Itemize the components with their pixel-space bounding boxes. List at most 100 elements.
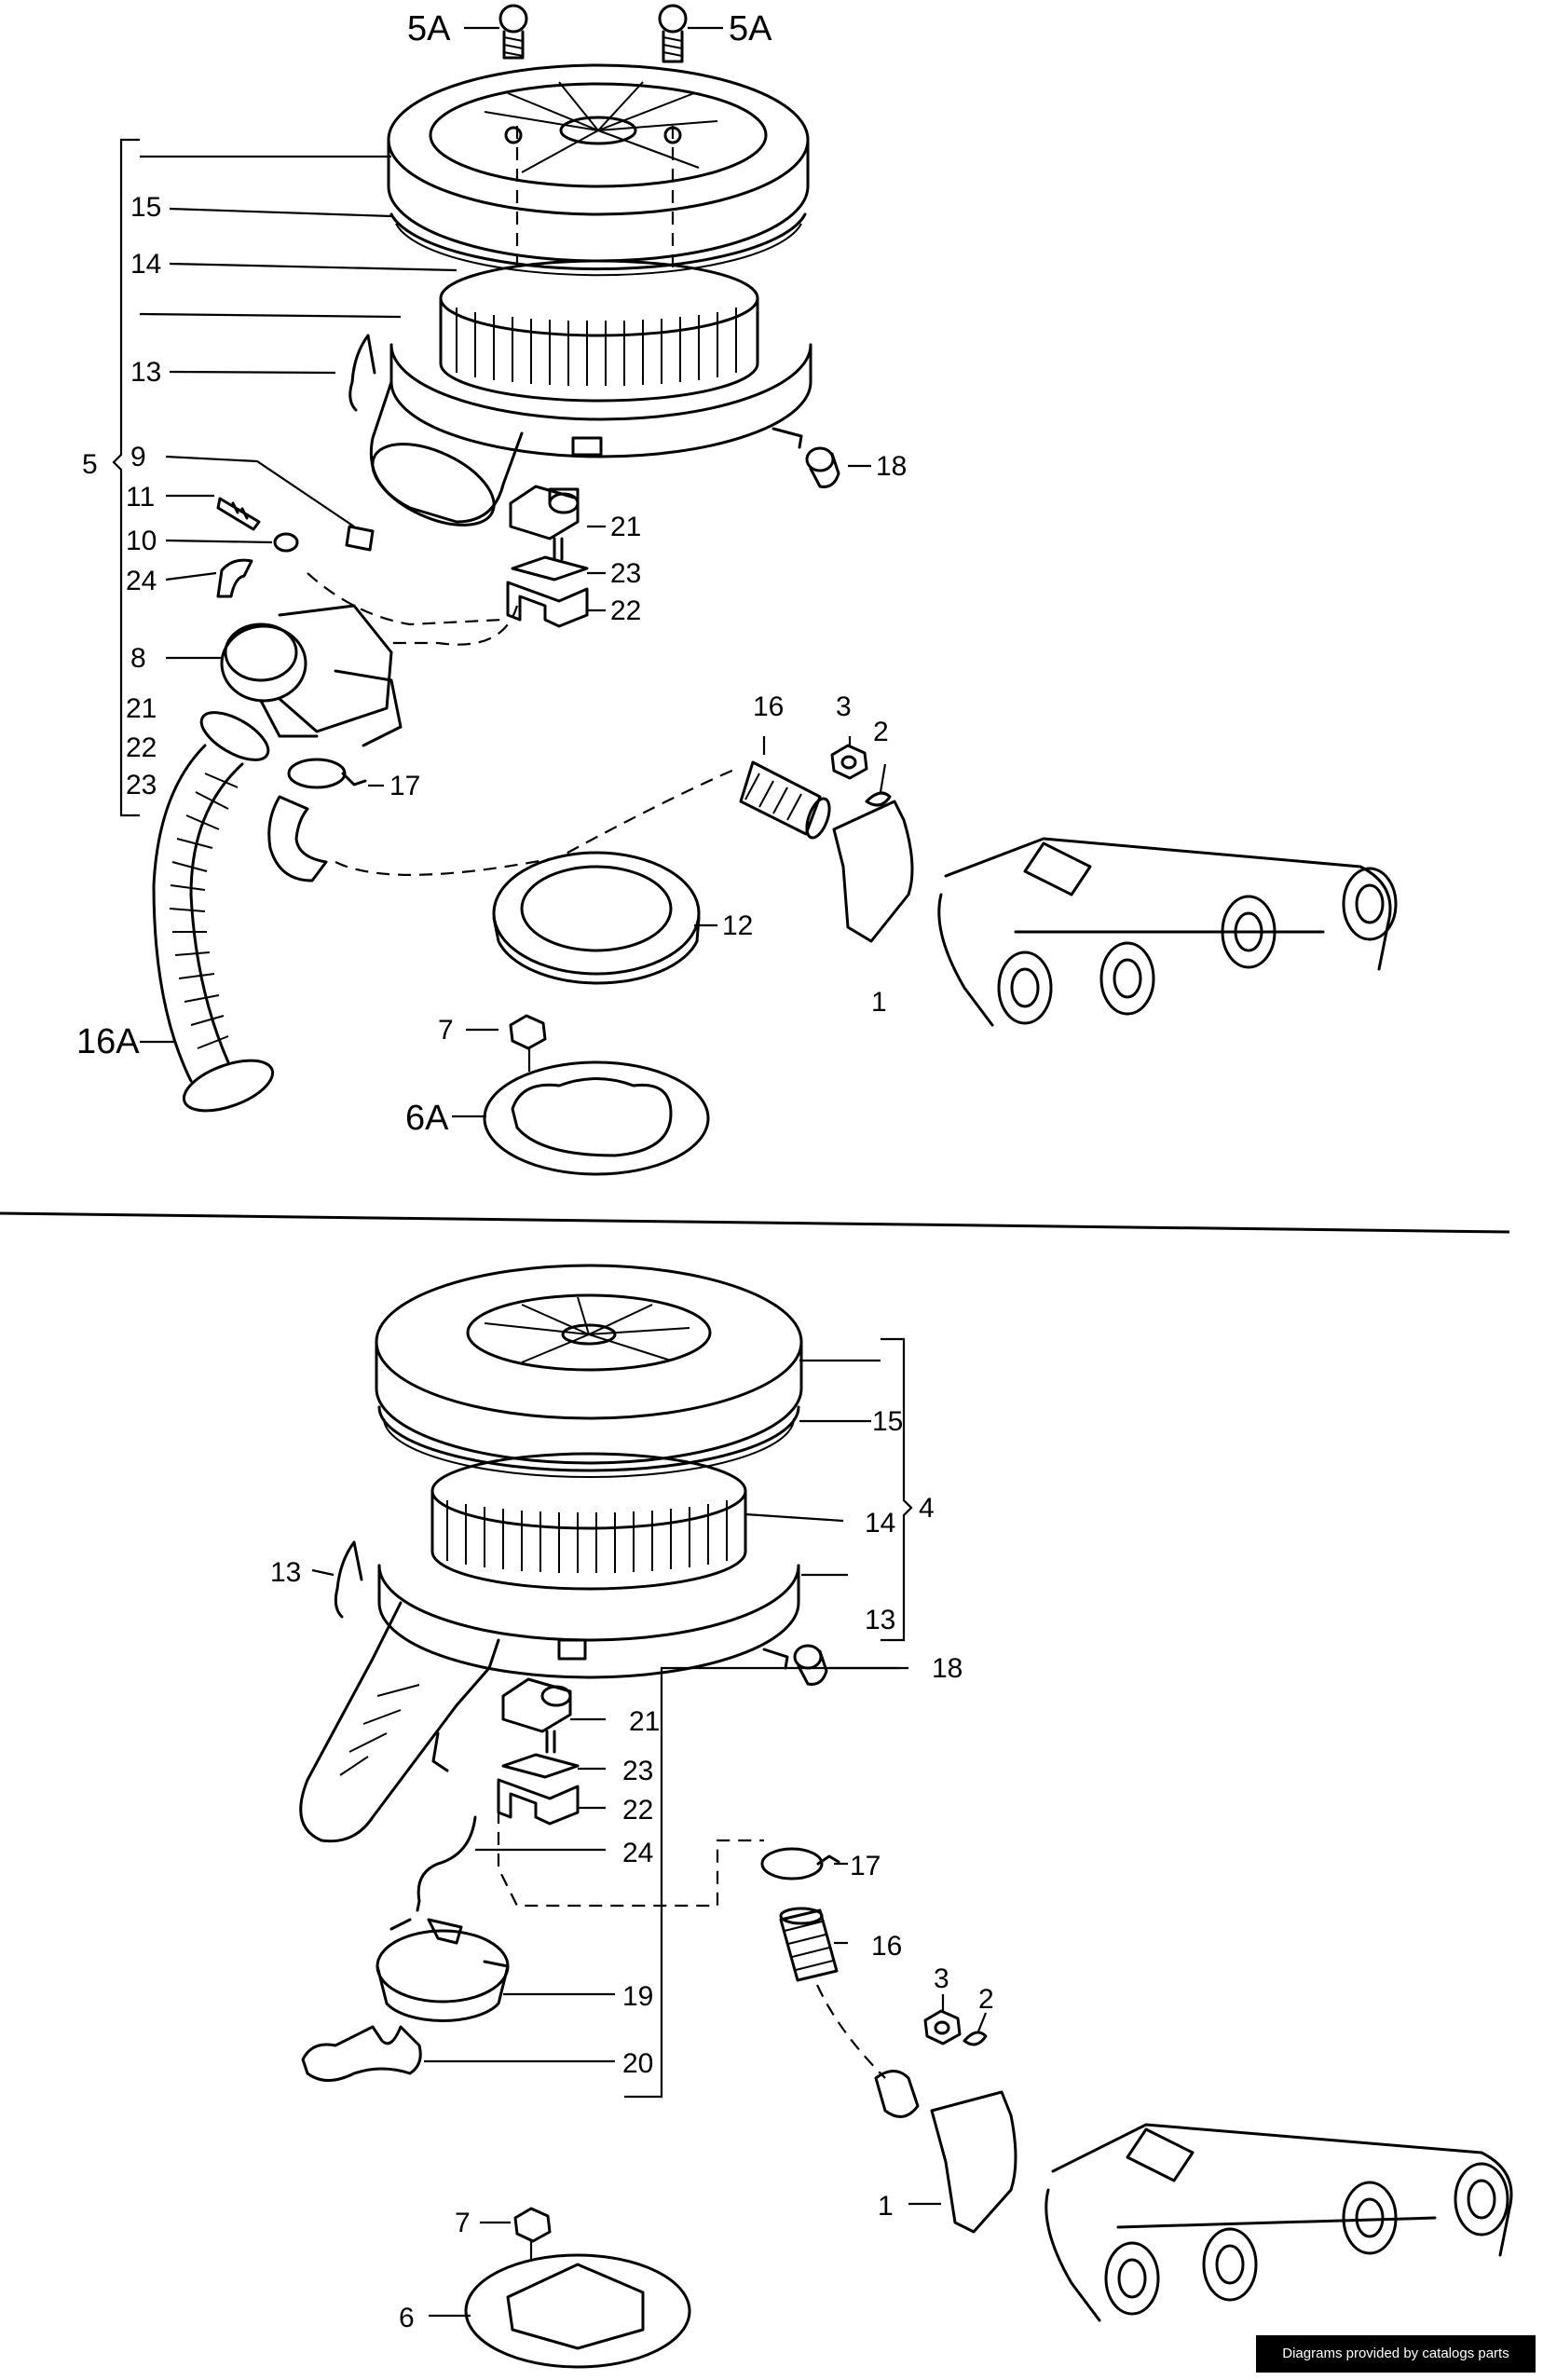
callout-13: 13 bbox=[130, 357, 161, 388]
screw-5a-right bbox=[658, 4, 688, 63]
plate-6 bbox=[464, 2253, 691, 2369]
callout-16a: 16A bbox=[76, 1022, 140, 1061]
gasket-12 bbox=[492, 851, 701, 985]
air-cleaner-lid bbox=[387, 63, 810, 263]
gasket-23-bottom bbox=[501, 1753, 580, 1779]
screw-5a-left bbox=[498, 4, 528, 60]
clip-13-bottom bbox=[334, 1540, 363, 1619]
callout-12: 12 bbox=[722, 910, 753, 941]
air-cleaner-housing bbox=[369, 343, 812, 527]
grommet-18-bottom bbox=[793, 1644, 828, 1686]
nut-3-bore bbox=[840, 755, 857, 770]
callout-15: 15 bbox=[130, 192, 161, 223]
exhaust-manifold-bottom bbox=[1045, 2123, 1513, 2322]
nut-7-bottom bbox=[513, 2207, 552, 2243]
callout-23-list: 23 bbox=[126, 770, 157, 800]
callout-14-bottom: 14 bbox=[865, 1508, 895, 1539]
bracket-22-bottom bbox=[497, 1778, 580, 1826]
elbow-24 bbox=[216, 558, 253, 598]
nut-3-bottom-bore bbox=[934, 2020, 950, 2035]
callout-18-bottom: 18 bbox=[932, 1653, 963, 1684]
callout-21-list: 21 bbox=[126, 693, 157, 724]
gasket-15 bbox=[389, 212, 807, 271]
connector bbox=[874, 2070, 920, 2118]
switch-21-bottom bbox=[501, 1677, 572, 1754]
callout-13-left: 13 bbox=[270, 1557, 301, 1588]
callout-17: 17 bbox=[389, 771, 420, 801]
nut-3 bbox=[830, 744, 868, 780]
filter-element-14-bottom bbox=[430, 1452, 747, 1591]
bracket-9 bbox=[345, 525, 375, 552]
bottom-assembly: 15 4 14 13 13 18 21 23 22 24 17 16 19 20… bbox=[270, 1264, 1513, 2369]
callout-16-bottom: 16 bbox=[871, 1931, 902, 1962]
callout-10: 10 bbox=[126, 526, 157, 556]
footer-credit-badge: Diagrams provided by catalogs parts bbox=[1256, 2335, 1536, 2373]
callout-22-bottom: 22 bbox=[622, 1795, 653, 1826]
clamp-17 bbox=[287, 758, 367, 789]
hose-16-bottom bbox=[779, 1907, 839, 1982]
washer-10 bbox=[273, 532, 299, 553]
filter-element-14 bbox=[439, 259, 759, 403]
callout-22: 22 bbox=[610, 595, 641, 626]
callout-17-bottom: 17 bbox=[850, 1851, 881, 1881]
callout-14: 14 bbox=[130, 249, 161, 280]
callout-11: 11 bbox=[126, 482, 155, 513]
brace-5 bbox=[112, 138, 140, 817]
section-divider bbox=[0, 1211, 1510, 1234]
callout-8: 8 bbox=[130, 643, 146, 674]
nut-7 bbox=[509, 1014, 547, 1050]
clamp-17-bottom bbox=[760, 1847, 840, 1881]
callout-23: 23 bbox=[610, 558, 641, 589]
vacuum-hose-24 bbox=[416, 1815, 477, 1912]
nut-3-bottom bbox=[923, 2009, 962, 2045]
callout-21-bottom: 21 bbox=[629, 1706, 660, 1737]
exhaust-manifold-top bbox=[937, 837, 1398, 1027]
callout-24-bottom: 24 bbox=[622, 1838, 653, 1868]
unit-19 bbox=[376, 1918, 510, 2022]
callout-9: 9 bbox=[130, 442, 146, 472]
callout-24: 24 bbox=[126, 566, 157, 596]
washer-2-bottom bbox=[963, 2031, 988, 2046]
callout-1-bottom: 1 bbox=[878, 2191, 894, 2222]
callout-5a-right: 5A bbox=[729, 9, 772, 48]
callout-23-bottom: 23 bbox=[622, 1756, 653, 1786]
bracket-22 bbox=[506, 581, 589, 628]
callout-21: 21 bbox=[610, 512, 641, 542]
callout-4: 4 bbox=[919, 1493, 935, 1524]
callout-22-list: 22 bbox=[126, 732, 157, 763]
callout-16: 16 bbox=[753, 691, 784, 722]
grommet-18 bbox=[805, 446, 840, 488]
callout-7-bottom: 7 bbox=[455, 2208, 471, 2238]
gasket-15-bottom bbox=[377, 1405, 800, 1472]
callout-15-bottom: 15 bbox=[872, 1406, 903, 1437]
air-cleaner-lid-bottom bbox=[375, 1264, 803, 1465]
screw-11 bbox=[216, 497, 261, 531]
flex-hose-16a bbox=[152, 711, 275, 1113]
switch-21 bbox=[509, 485, 580, 561]
top-assembly: 5A 5A 15 14 13 5 9 11 10 24 8 21 22 23 1… bbox=[76, 4, 1398, 1176]
callout-3-bottom: 3 bbox=[934, 1963, 949, 1994]
callout-18: 18 bbox=[876, 451, 907, 482]
callout-2: 2 bbox=[873, 717, 889, 747]
callout-5: 5 bbox=[82, 449, 98, 480]
callout-13-right: 13 bbox=[865, 1605, 895, 1635]
callout-2-bottom: 2 bbox=[978, 1984, 994, 2015]
callout-7: 7 bbox=[438, 1015, 454, 1046]
heat-shield-1 bbox=[832, 800, 914, 943]
brace-4 bbox=[881, 1337, 913, 1642]
gasket-23 bbox=[511, 555, 589, 581]
wire-20 bbox=[301, 2025, 422, 2082]
callout-1: 1 bbox=[871, 987, 887, 1018]
plate-6a bbox=[483, 1060, 710, 1176]
callout-3: 3 bbox=[836, 691, 852, 722]
washer-2 bbox=[865, 791, 892, 807]
callout-20: 20 bbox=[622, 2048, 653, 2079]
callout-19: 19 bbox=[622, 1981, 653, 2012]
heat-shield-1-bottom bbox=[930, 2090, 1017, 2234]
intake-snorkel bbox=[299, 1601, 500, 1843]
clip-13 bbox=[348, 334, 376, 412]
hose-16 bbox=[739, 760, 831, 840]
callout-6: 6 bbox=[399, 2303, 415, 2333]
elbow-hose bbox=[267, 795, 328, 882]
